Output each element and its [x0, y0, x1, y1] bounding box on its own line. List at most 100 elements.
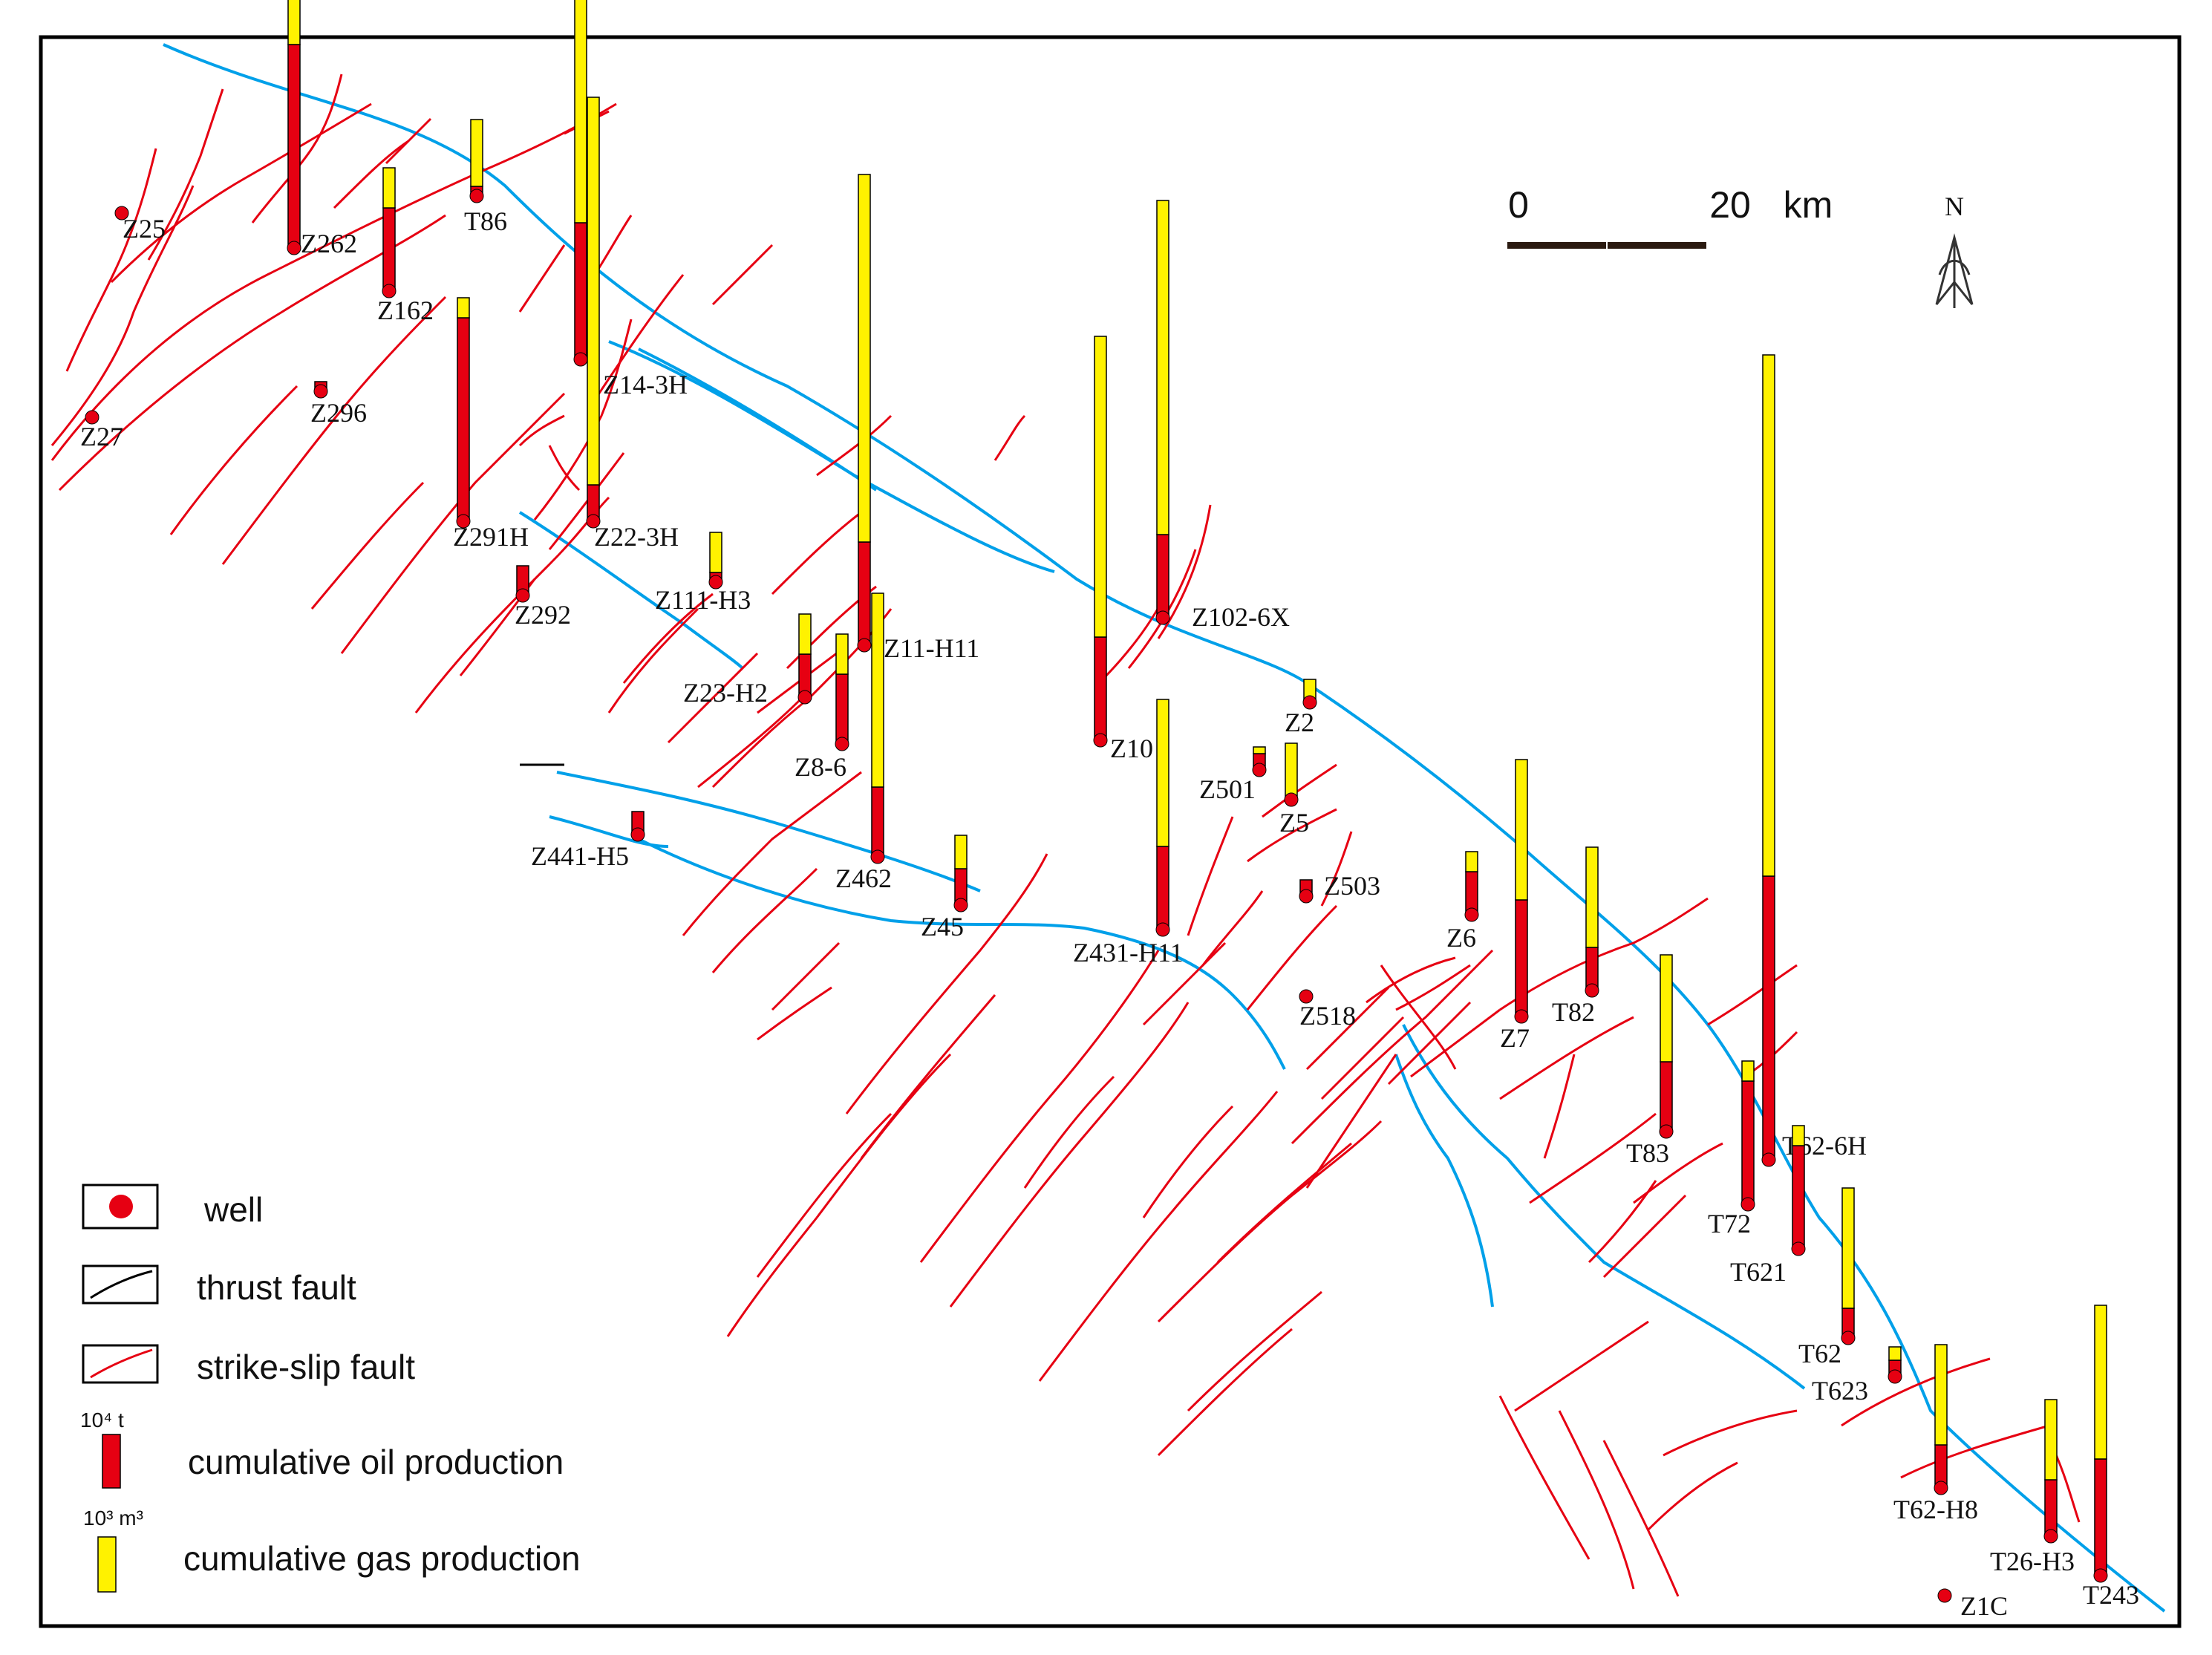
well-label: Z23-H2: [683, 678, 768, 708]
well-z462: Z462: [835, 593, 892, 893]
well-z503: Z503: [1299, 871, 1380, 904]
oil-bar-z11-h11: [858, 541, 871, 643]
well-marker: [2043, 1529, 2058, 1544]
well-marker: [313, 384, 328, 399]
well-label: Z462: [835, 864, 892, 893]
well-marker: [1937, 1588, 1952, 1603]
well-marker: [114, 206, 129, 221]
legend-strike-slip-label: strike-slip fault: [197, 1348, 415, 1386]
scale-bar-unit: km: [1784, 184, 1833, 226]
well-z10: Z10: [1093, 336, 1153, 763]
well-label: Z503: [1324, 871, 1380, 901]
well-z431-h11: Z431-H11: [1073, 699, 1184, 967]
well-z292: Z292: [515, 565, 571, 630]
oil-bar-z262: [287, 44, 301, 246]
river-network: [163, 43, 2166, 1613]
well-t62: T62: [1798, 1187, 1856, 1368]
well-label: Z291H: [453, 522, 529, 552]
legend-thrust-symbol: [90, 1270, 153, 1299]
well-marker: [1888, 1369, 1902, 1384]
well-label: Z518: [1299, 1001, 1356, 1031]
scale-bar-max: 20: [1709, 184, 1751, 226]
well-z291h: Z291H: [453, 297, 529, 552]
river-branch-5: [549, 815, 669, 848]
legend-gas-unit: 10³ m³: [83, 1507, 143, 1530]
well-marker: [287, 241, 301, 255]
oil-bar-z291h: [457, 317, 470, 519]
gas-bar-z23-h2: [798, 613, 812, 655]
well-label: T62: [1798, 1339, 1841, 1368]
oil-bar-t621: [1792, 1145, 1805, 1247]
well-marker: [1284, 792, 1299, 807]
gas-bar-z111-h3: [709, 532, 722, 573]
well-z111-h3: Z111-H3: [655, 532, 751, 615]
well-t86: T86: [464, 119, 507, 236]
well-z14-3h: Z14-3H: [573, 0, 688, 399]
legend-thrust-label: thrust fault: [197, 1268, 356, 1307]
legend-gas-symbol: [97, 1536, 117, 1593]
gas-bar-t62-6h: [1762, 354, 1775, 877]
well-marker: [953, 898, 968, 913]
gas-bar-z262: [287, 0, 301, 45]
well-z27: Z27: [80, 410, 123, 451]
gas-bar-t82: [1585, 846, 1599, 948]
legend-oil-symbol: [102, 1434, 121, 1489]
gas-bar-z11-h11: [858, 174, 871, 543]
well-z518: Z518: [1299, 989, 1356, 1031]
well-label: Z25: [123, 214, 166, 244]
well-marker: [2093, 1568, 2108, 1583]
well-t62-6h: T62-6H: [1761, 354, 1867, 1167]
river-branch-6: [638, 838, 1286, 1070]
well-marker: [1841, 1331, 1856, 1345]
well-marker: [1514, 1009, 1529, 1024]
oil-bar-z45: [954, 868, 968, 903]
scale-bar: 0 20 km: [1507, 184, 1833, 249]
well-t72: T72: [1708, 1060, 1755, 1238]
legend: well thrust fault strike-slip fault 10⁴ …: [80, 1184, 580, 1593]
well-marker: [1299, 889, 1314, 904]
gas-bar-t621: [1792, 1125, 1805, 1146]
well-marker: [1659, 1124, 1674, 1139]
well-z1c: Z1C: [1937, 1588, 2008, 1621]
gas-bar-z431-h11: [1156, 699, 1169, 847]
well-z441-h5: Z441-H5: [531, 811, 645, 871]
well-label: Z262: [301, 229, 357, 258]
well-label: T623: [1812, 1376, 1868, 1406]
well-marker: [1155, 922, 1170, 937]
gas-bar-z462: [871, 593, 884, 788]
legend-well-box: [82, 1184, 159, 1230]
scale-bar-segment-left: [1507, 242, 1607, 249]
well-marker: [1585, 983, 1599, 998]
well-label: Z162: [377, 296, 434, 325]
gas-bar-t86: [470, 119, 483, 187]
oil-bar-z462: [871, 786, 884, 855]
river-branch-4: [556, 771, 981, 892]
well-t83: T83: [1626, 954, 1674, 1168]
legend-well-symbol: [109, 1195, 133, 1218]
well-marker: [1761, 1152, 1776, 1167]
gas-bar-z8-6: [835, 633, 849, 675]
well-marker: [1791, 1241, 1806, 1256]
gas-bar-t62-h8: [1934, 1344, 1948, 1446]
oil-bar-t243: [2094, 1458, 2107, 1573]
well-marker: [469, 189, 484, 203]
well-label: Z431-H11: [1073, 938, 1184, 967]
legend-strike-slip-box: [82, 1344, 159, 1384]
north-letter: N: [1945, 192, 1964, 221]
well-label: Z111-H3: [655, 585, 751, 615]
oil-bar-z8-6: [835, 673, 849, 742]
well-label: Z102-6X: [1192, 602, 1290, 632]
well-label: Z441-H5: [531, 841, 629, 871]
well-z22-3h: Z22-3H: [586, 97, 679, 552]
oil-bar-t62-6h: [1762, 875, 1775, 1158]
well-marker: [835, 737, 849, 751]
well-marker: [1155, 610, 1170, 625]
well-label: Z27: [80, 422, 123, 451]
well-marker: [85, 410, 99, 425]
oil-bar-z431-h11: [1156, 846, 1169, 927]
well-z6: Z6: [1446, 851, 1479, 953]
gas-bar-t623: [1888, 1346, 1902, 1361]
